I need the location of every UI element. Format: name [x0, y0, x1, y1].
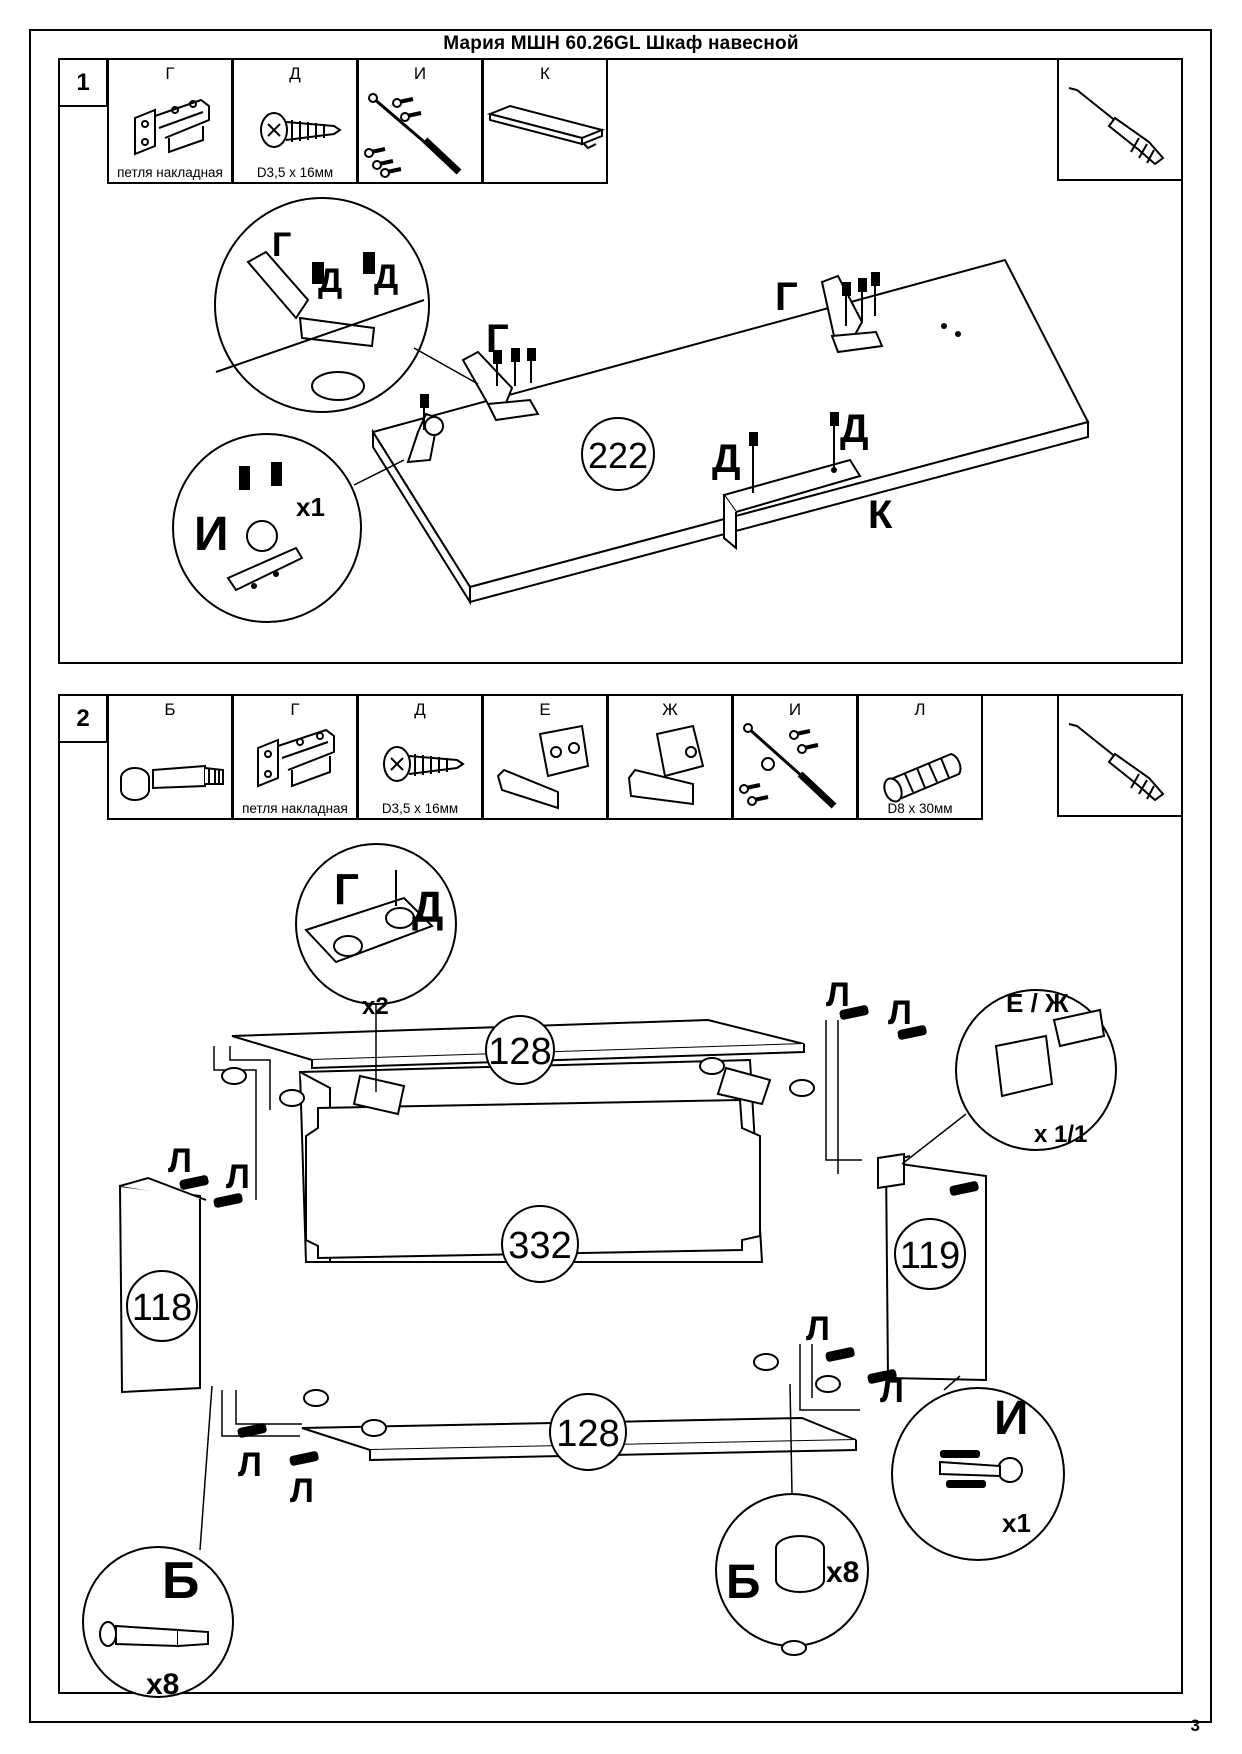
part-cell-e: Е — [482, 694, 608, 820]
part-letter: Б — [164, 700, 176, 719]
step-1-panel — [58, 58, 1183, 664]
panel-label-back: 332 — [508, 1225, 571, 1267]
part-caption: D8 x 30мм — [887, 801, 953, 816]
part-letter: К — [540, 64, 550, 83]
callout-d: Д — [374, 258, 398, 296]
callout-l: Л — [290, 1472, 314, 1510]
callout-qty: x 1/1 — [1034, 1121, 1087, 1148]
screw-icon — [260, 112, 342, 148]
screwdriver-icon — [1068, 723, 1165, 802]
panel-label-222: 222 — [588, 435, 648, 476]
part-letter: Г — [165, 64, 175, 83]
part-caption: петля накладная — [242, 801, 348, 816]
part-letter: Д — [289, 64, 301, 83]
callout-d: Д — [840, 407, 869, 451]
part-cell-i: И — [357, 58, 483, 184]
part-letter: И — [788, 700, 802, 719]
callout-qty: x1 — [296, 492, 325, 522]
page-title: Мария МШН 60.26GL Шкаф навесной — [443, 33, 799, 54]
panel-label-left: 118 — [132, 1287, 193, 1329]
callout-g: Г — [272, 226, 291, 264]
part-letter: Ж — [662, 700, 678, 719]
shelf-support-icon — [496, 724, 590, 810]
screwdriver-box — [1057, 694, 1183, 817]
callout-qty: x1 — [1002, 1508, 1031, 1538]
handle-icon — [486, 104, 606, 150]
part-cell-d: Д D3,5 x 16мм — [232, 58, 358, 184]
callout-l: Л — [168, 1142, 192, 1180]
callout-g: Г — [775, 275, 798, 319]
shelf-support-icon — [627, 724, 705, 806]
callout-l: Л — [880, 1372, 904, 1410]
part-cell-i: И — [732, 694, 858, 820]
part-letter: И — [413, 64, 427, 83]
callout-b: Б — [162, 1552, 199, 1610]
part-cell-d: Д D3,5 x 16мм — [357, 694, 483, 820]
part-caption: D3,5 x 16мм — [256, 165, 334, 180]
callout-qty: x8 — [826, 1556, 859, 1589]
callout-l: Л — [806, 1310, 830, 1348]
part-cell-g: Г петля накладная — [232, 694, 358, 820]
part-caption: петля накладная — [117, 165, 223, 180]
gas-lift-icon — [739, 723, 837, 809]
dowel-icon — [883, 752, 962, 803]
panel-label-right: 119 — [900, 1235, 961, 1277]
part-letter: Г — [290, 700, 300, 719]
callout-g: Г — [334, 865, 359, 914]
screw-icon — [383, 746, 465, 782]
callout-g: Г — [486, 317, 509, 361]
part-cell-k: К — [482, 58, 608, 184]
part-letter: Л — [914, 700, 926, 719]
callout-l: Л — [826, 976, 850, 1014]
callout-l: Л — [888, 994, 912, 1032]
callout-d: Д — [318, 262, 342, 300]
callout-i: И — [994, 1392, 1029, 1445]
hinge-icon — [257, 728, 335, 788]
part-cell-b: Б — [107, 694, 233, 820]
step-1-number: 1 — [58, 58, 108, 107]
screwdriver-box — [1057, 58, 1183, 181]
callout-l: Л — [226, 1158, 250, 1196]
callout-d: Д — [712, 437, 741, 481]
callout-b: Б — [726, 1556, 761, 1609]
screwdriver-icon — [1068, 87, 1165, 166]
page-frame — [29, 29, 1212, 1723]
gas-lift-icon — [364, 93, 462, 178]
part-letter: Д — [414, 700, 426, 719]
page-number: 3 — [1190, 1716, 1200, 1735]
hinge-icon — [134, 98, 210, 156]
callout-qty: x8 — [146, 1668, 179, 1701]
callout-d: Д — [412, 883, 443, 932]
callout-i: И — [194, 508, 229, 561]
callout-qty: x2 — [362, 993, 389, 1020]
panel-label-top: 128 — [488, 1031, 551, 1073]
part-cell-l: Л D8 x 30мм — [857, 694, 983, 820]
callout-l: Л — [238, 1446, 262, 1484]
callout-ezh: Е / Ж — [1006, 988, 1069, 1018]
callout-k: К — [868, 493, 893, 537]
part-caption: D3,5 x 16мм — [381, 801, 459, 816]
panel-label-bottom: 128 — [556, 1413, 619, 1455]
part-cell-zh: Ж — [607, 694, 733, 820]
cam-lock-icon — [120, 764, 224, 801]
part-letter: Е — [539, 700, 551, 719]
